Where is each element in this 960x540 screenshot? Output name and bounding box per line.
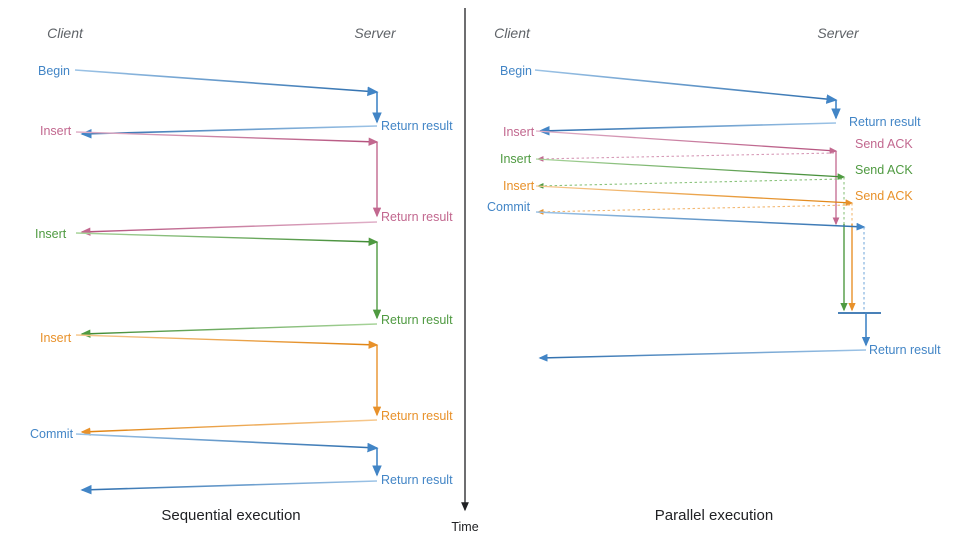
caption-parallel: Parallel execution [655, 507, 773, 524]
server-label-ack-insert3-parallel: Send ACK [855, 189, 913, 203]
caption-sequential: Sequential execution [161, 507, 300, 524]
transaction-begin-parallel [534, 69, 841, 136]
request-arrow-commit-parallel [535, 211, 866, 231]
client-label-commit-parallel: Commit [487, 200, 531, 214]
statement-insert1-parallel [535, 130, 840, 226]
transaction-insert1-sequential [75, 131, 382, 236]
client-label-begin-sequential: Begin [38, 64, 70, 78]
request-arrow-begin-parallel [534, 69, 838, 104]
transaction-insert2-sequential [75, 232, 382, 338]
transaction-begin-sequential [74, 69, 382, 139]
response-arrow-insert3 [80, 419, 378, 436]
transaction-commit-parallel [535, 211, 881, 362]
time-axis-label: Time [451, 520, 478, 534]
client-label-insert3-sequential: Insert [40, 331, 72, 345]
response-arrow-insert2 [80, 323, 378, 338]
transaction-commit-sequential [75, 433, 382, 495]
response-arrow-commit-parallel [538, 349, 867, 362]
panel-parallel: Client Server [487, 25, 941, 524]
lane-title-client-parallel: Client [494, 25, 531, 41]
server-label-ack-insert2-parallel: Send ACK [855, 163, 913, 177]
server-label-return-insert2-sequential: Return result [381, 313, 453, 327]
ack-arrow-insert1-parallel [536, 152, 835, 162]
panel-sequential: Client Server [30, 25, 453, 524]
time-axis: Time [451, 8, 479, 534]
lane-title-client-sequential: Client [47, 25, 84, 41]
client-label-insert1-sequential: Insert [40, 124, 72, 138]
request-arrow-commit [75, 433, 379, 453]
client-label-insert2-sequential: Insert [35, 227, 67, 241]
client-label-insert3-parallel: Insert [503, 179, 535, 193]
request-arrow-insert2-parallel [535, 158, 846, 180]
statement-insert2-parallel [535, 158, 848, 312]
client-label-insert1-parallel: Insert [503, 125, 535, 139]
client-label-begin-parallel: Begin [500, 64, 532, 78]
transaction-insert3-sequential [75, 334, 382, 436]
response-arrow-begin-parallel [538, 122, 837, 136]
server-label-return-begin-parallel: Return result [849, 115, 921, 129]
server-label-return-begin-sequential: Return result [381, 119, 453, 133]
request-arrow-insert1 [75, 131, 379, 146]
lane-title-server-parallel: Server [817, 25, 860, 41]
server-label-return-commit-sequential: Return result [381, 473, 453, 487]
client-label-commit-sequential: Commit [30, 427, 74, 441]
response-arrow-insert1 [80, 221, 378, 236]
response-arrow-begin [80, 125, 378, 139]
server-label-return-insert3-sequential: Return result [381, 409, 453, 423]
server-label-return-insert1-sequential: Return result [381, 210, 453, 224]
server-label-ack-insert1-parallel: Send ACK [855, 137, 913, 151]
ack-arrow-insert3-parallel [536, 204, 851, 215]
request-arrow-insert3-parallel [535, 185, 854, 207]
ack-arrow-insert2-parallel [536, 178, 843, 189]
request-arrow-insert2 [75, 232, 379, 246]
lane-title-server-sequential: Server [354, 25, 397, 41]
request-arrow-insert3 [75, 334, 379, 349]
request-arrow-insert1-parallel [535, 130, 838, 154]
server-label-return-commit-parallel: Return result [869, 343, 941, 357]
statement-insert3-parallel [535, 185, 856, 312]
request-arrow-begin [74, 69, 379, 97]
response-arrow-commit [80, 480, 378, 495]
client-label-insert2-parallel: Insert [500, 152, 532, 166]
